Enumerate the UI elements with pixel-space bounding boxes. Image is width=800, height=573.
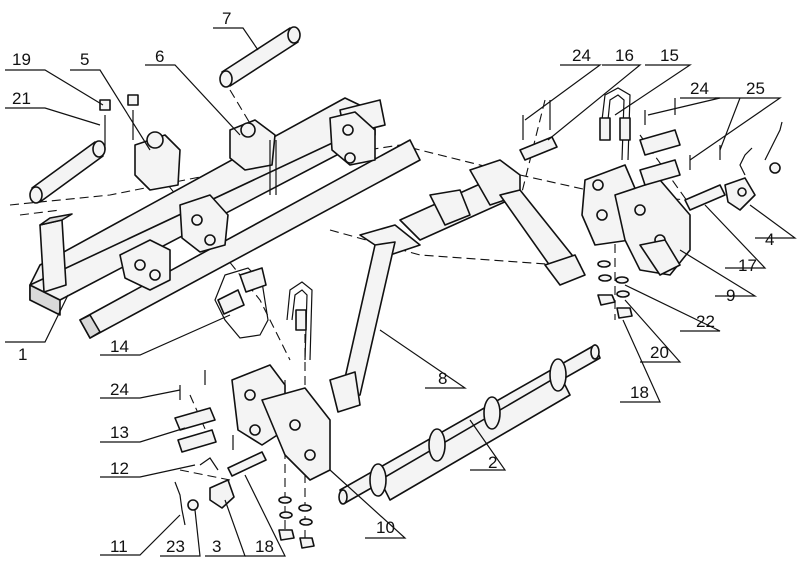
callout-22: 22 (696, 312, 715, 331)
callout-labels: 1 2 3 4 5 6 7 8 9 10 11 12 13 14 15 16 1… (12, 9, 774, 556)
blocks-19 (99, 94, 139, 150)
callout-7: 7 (222, 9, 231, 28)
callout-24a: 24 (110, 380, 129, 399)
callout-18a: 18 (255, 537, 274, 556)
pin-21 (29, 140, 106, 204)
callout-12: 12 (110, 459, 129, 478)
leader-lines (5, 27, 797, 557)
u-bolt-14 (214, 267, 269, 339)
drawbar (329, 136, 586, 413)
callout-9: 9 (726, 286, 735, 305)
callout-16: 16 (615, 46, 634, 65)
callout-1: 1 (18, 345, 27, 364)
right-hitch (522, 87, 783, 319)
callout-15: 15 (660, 46, 679, 65)
callout-13: 13 (110, 423, 129, 442)
callout-6: 6 (155, 47, 164, 66)
callout-24c: 24 (690, 79, 709, 98)
callout-24b: 24 (572, 46, 591, 65)
callout-5: 5 (80, 50, 89, 69)
callout-19: 19 (12, 50, 31, 69)
clamp-brackets (119, 111, 376, 291)
callout-11: 11 (110, 537, 128, 556)
callout-21: 21 (12, 89, 31, 108)
callout-23: 23 (166, 537, 185, 556)
callout-17: 17 (738, 256, 757, 275)
callout-14: 14 (110, 337, 129, 356)
callout-8: 8 (438, 369, 447, 388)
callout-2: 2 (488, 453, 497, 472)
callout-18b: 18 (630, 383, 649, 402)
callout-25: 25 (746, 79, 765, 98)
roller-shaft-2 (338, 344, 601, 505)
callout-4: 4 (765, 230, 774, 249)
callout-20: 20 (650, 343, 669, 362)
callout-10: 10 (376, 518, 395, 537)
left-hitch (174, 281, 331, 549)
callout-3: 3 (212, 537, 221, 556)
pin-7 (219, 26, 301, 88)
